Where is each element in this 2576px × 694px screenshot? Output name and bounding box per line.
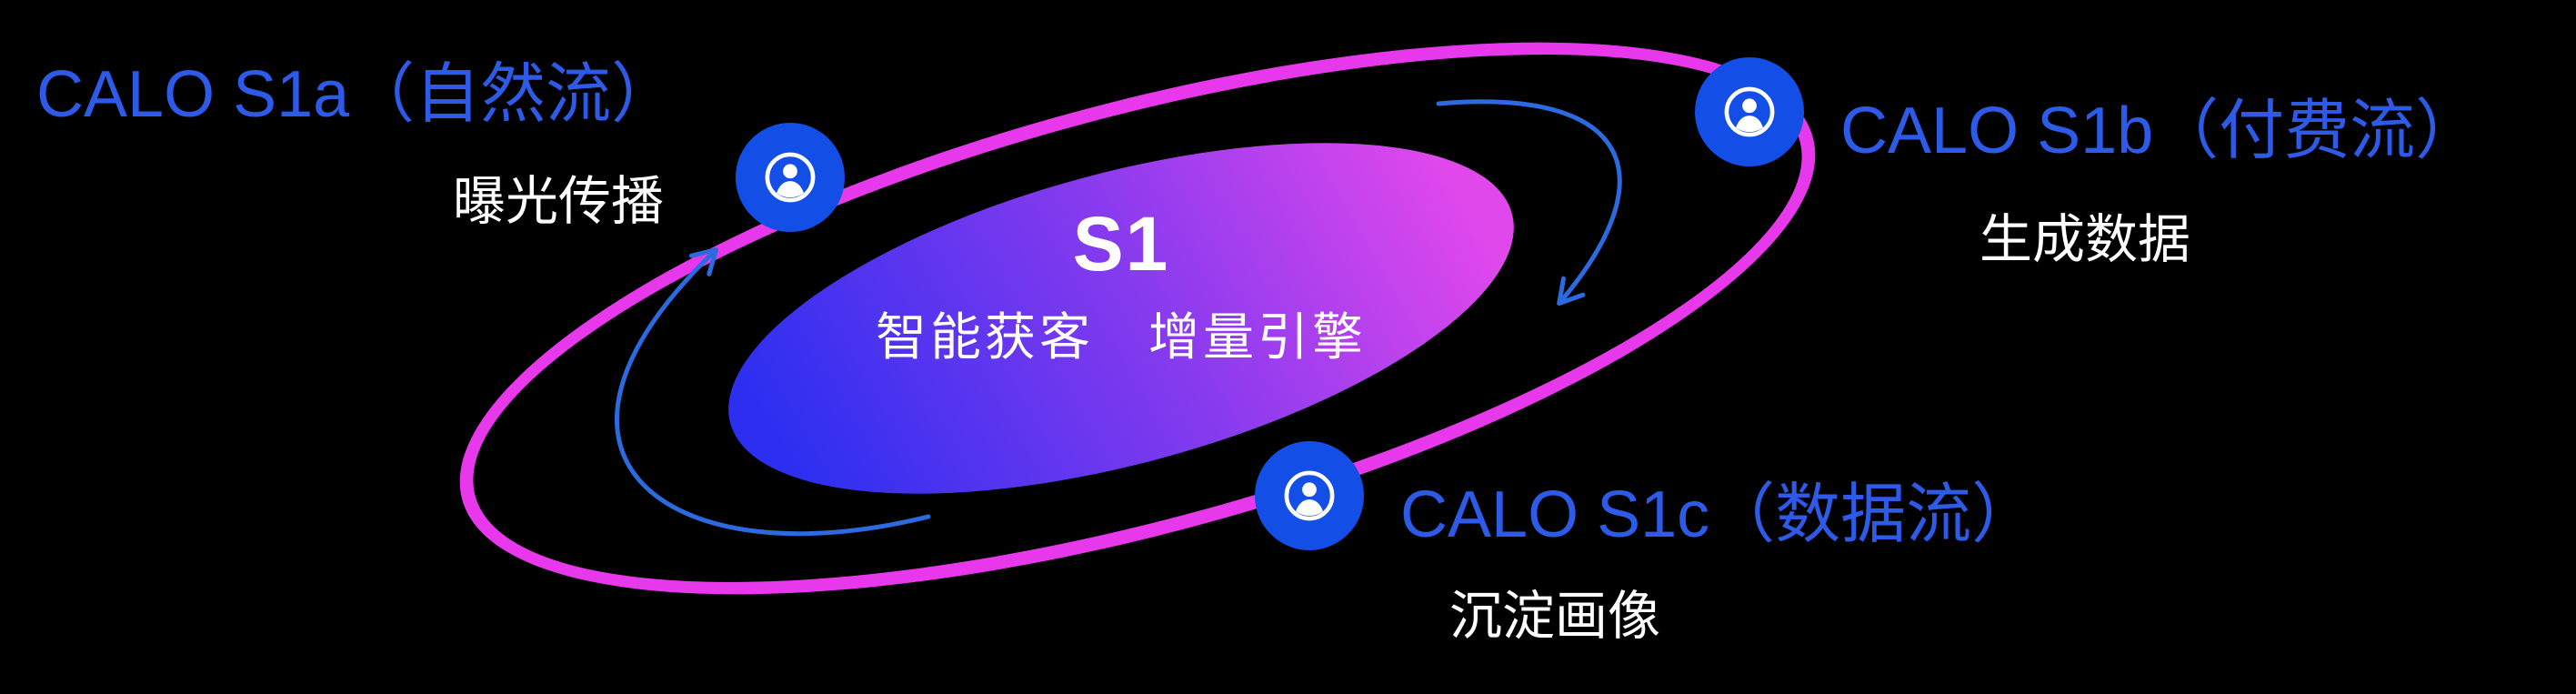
user-icon bbox=[736, 123, 845, 232]
flow-arrow-right bbox=[1436, 99, 1622, 307]
node-s1b-subtitle: 生成数据 bbox=[1980, 210, 2191, 269]
node-s1c-title: CALO S1c（数据流） bbox=[1400, 478, 2038, 551]
node-s1a-title: CALO S1a（自然流） bbox=[36, 58, 677, 131]
user-icon bbox=[1695, 57, 1804, 166]
node-s1c-subtitle: 沉淀画像 bbox=[1449, 587, 1661, 646]
core-title: S1 bbox=[1072, 201, 1170, 287]
flow-arrow-left bbox=[615, 247, 931, 537]
user-icon-glyph bbox=[1724, 86, 1775, 137]
node-s1b-title: CALO S1b（付费流） bbox=[1840, 95, 2481, 167]
core-subtitle: 智能获客 增量引擎 bbox=[876, 308, 1367, 367]
user-icon-glyph bbox=[765, 152, 816, 203]
user-icon-glyph bbox=[1284, 470, 1335, 521]
node-s1a-subtitle: 曝光传播 bbox=[453, 172, 665, 231]
core-text-block: S1 智能获客 增量引擎 bbox=[803, 202, 1439, 370]
user-icon bbox=[1255, 441, 1364, 550]
